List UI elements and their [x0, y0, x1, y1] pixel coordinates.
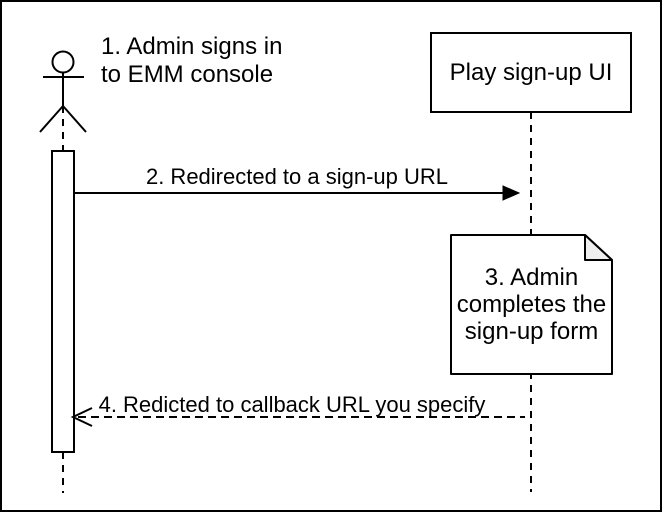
actor-right-leg: [62, 105, 87, 133]
actor-label: 1. Admin signs in to EMM console: [101, 33, 283, 88]
admin-activation-bar: [51, 150, 75, 453]
message-2-label: 2. Redirected to a sign-up URL: [145, 164, 449, 189]
message-4-open-arrowhead-icon: [70, 407, 93, 427]
note-shape: [450, 234, 613, 375]
note-label: 3. Admin completes the sign-up form: [456, 264, 607, 345]
play-signup-ui-box: [430, 32, 632, 113]
message-2-arrowhead-icon: [502, 185, 521, 201]
play-signup-ui-label: Play sign-up UI: [449, 59, 613, 86]
note-fold-corner-icon: [584, 234, 613, 261]
actor-head: [51, 50, 75, 74]
message-2-arrow: [74, 185, 521, 201]
message-4-arrow: [70, 407, 525, 427]
note-body: [450, 234, 613, 375]
message-4-label: 4. Redicted to callback URL you specify: [98, 392, 486, 417]
actor-left-leg: [39, 105, 64, 133]
actor-icon: [39, 50, 87, 133]
